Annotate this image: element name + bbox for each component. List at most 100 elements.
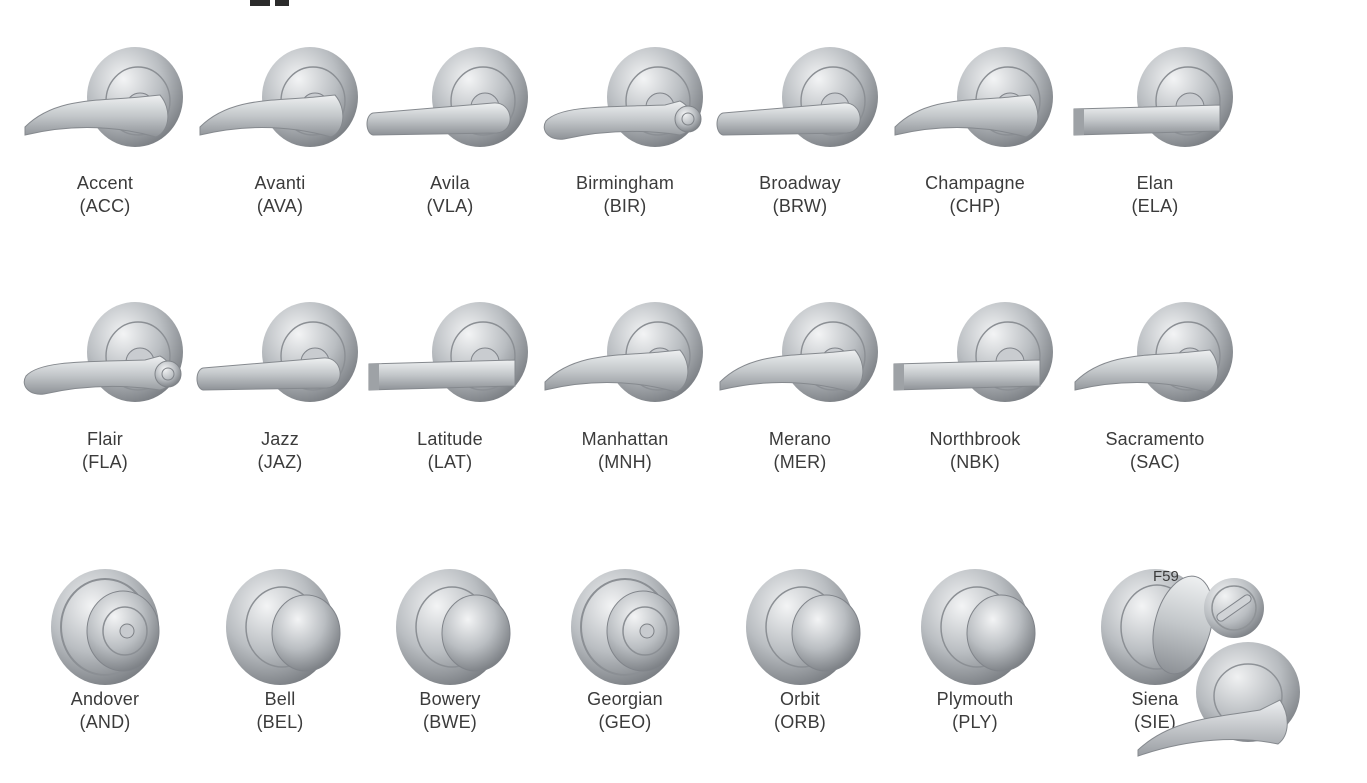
lever-icon	[716, 47, 878, 147]
handle-caption: Flair(FLA)	[15, 428, 195, 474]
handle-name: Orbit	[779, 689, 820, 709]
handle-item: Andover (AND)	[15, 555, 195, 732]
handle-name: Broadway	[759, 173, 841, 193]
handle-name: Champagne	[925, 173, 1025, 193]
handle-name: Bell	[264, 689, 296, 709]
handle-item: Bowery (BWE)	[360, 555, 540, 732]
lever-icon	[894, 47, 1053, 147]
handle-caption: Merano (MER)	[710, 428, 890, 474]
handle-item: Merano (MER)	[710, 290, 890, 472]
handle-name: Accent	[76, 173, 134, 193]
handle-caption: Birmingham (BIR)	[535, 172, 715, 218]
handle-caption: Sacramento(SAC)	[1065, 428, 1245, 474]
lever-icon	[24, 47, 183, 147]
handle-caption: Manhattan (MNH)	[535, 428, 715, 474]
handle-caption: Georgian (GEO)	[535, 688, 715, 734]
handle-item: Siena (SIE)	[1065, 555, 1245, 732]
lever-icon	[1074, 302, 1233, 402]
handle-name: Avila	[430, 173, 470, 193]
handle-code: (MER)	[773, 452, 827, 472]
handle-code: (AVA)	[256, 196, 304, 216]
lever-icon	[1073, 47, 1233, 147]
handle-name: Sacramento	[1105, 429, 1205, 449]
handle-item: Northbrook (NBK)	[885, 290, 1065, 472]
handle-item: Broadway (BRW)	[710, 35, 890, 216]
handle-caption: Avila(VLA)	[360, 172, 540, 218]
knob-icon	[1101, 569, 1214, 685]
handle-code: (PLY)	[952, 712, 998, 732]
handle-item: Elan(ELA)	[1065, 35, 1245, 216]
handle-name: Jazz	[261, 429, 299, 449]
lever-icon	[23, 302, 183, 402]
handle-item: Orbit(ORB)	[710, 555, 890, 732]
knob-icon	[746, 569, 861, 685]
handle-caption: Plymouth (PLY)	[885, 688, 1065, 734]
handle-name: Bowery	[419, 689, 481, 709]
handle-caption: Andover (AND)	[15, 688, 195, 734]
handle-code: (JAZ)	[257, 452, 303, 472]
handle-code: (MNH)	[598, 452, 652, 472]
handle-name: Birmingham	[575, 173, 675, 193]
handle-name: Siena	[1131, 689, 1179, 709]
handle-caption: Bowery (BWE)	[360, 688, 540, 734]
handle-code: (SIE)	[1133, 712, 1176, 732]
f59-lever-icon	[1137, 642, 1300, 757]
handle-name: Flair	[87, 429, 123, 449]
handle-name: Merano	[768, 429, 832, 449]
handle-code: (ELA)	[1131, 196, 1179, 216]
handle-item: Avila(VLA)	[360, 35, 540, 216]
handle-caption: Accent (ACC)	[15, 172, 195, 218]
lever-icon	[543, 47, 703, 147]
handle-item: Flair(FLA)	[15, 290, 195, 472]
lever-icon	[544, 302, 703, 402]
handle-code: (LAT)	[427, 452, 473, 472]
handle-code: (GEO)	[598, 712, 652, 732]
handle-code: (BRW)	[772, 196, 828, 216]
handle-caption: Latitude (LAT)	[360, 428, 540, 474]
f59-deadbolt-icon	[1204, 578, 1264, 638]
knob-icon	[51, 569, 160, 685]
handle-caption: Northbrook (NBK)	[885, 428, 1065, 474]
lever-icon	[199, 47, 358, 147]
lever-icon	[366, 47, 528, 147]
lever-icon	[719, 302, 878, 402]
handle-item: Champagne (CHP)	[885, 35, 1065, 216]
handle-name: Avanti	[254, 173, 306, 193]
handle-caption: Orbit(ORB)	[710, 688, 890, 734]
handle-item: Plymouth (PLY)	[885, 555, 1065, 732]
handle-code: (ACC)	[79, 196, 131, 216]
handle-caption: Siena (SIE)	[1065, 688, 1245, 734]
cropped-header	[0, 0, 1367, 22]
handle-name: Georgian	[587, 689, 663, 709]
handle-code: (BWE)	[423, 712, 477, 732]
handle-name: Northbrook	[929, 429, 1021, 449]
handle-code: (BEL)	[256, 712, 304, 732]
lever-icon	[196, 302, 358, 402]
handle-name: Latitude	[417, 429, 483, 449]
handle-name: Plymouth	[936, 689, 1014, 709]
knob-icon	[396, 569, 511, 685]
handle-code: (BIR)	[603, 196, 647, 216]
handle-caption: Avanti (AVA)	[190, 172, 370, 218]
handle-item: Georgian (GEO)	[535, 555, 715, 732]
handle-caption: Champagne (CHP)	[885, 172, 1065, 218]
knob-icon	[921, 569, 1036, 685]
lever-icon	[368, 302, 528, 402]
handle-code: (CHP)	[949, 196, 1001, 216]
handle-item: Sacramento(SAC)	[1065, 290, 1245, 472]
handle-item: Avanti (AVA)	[190, 35, 370, 216]
handle-caption: Jazz (JAZ)	[190, 428, 370, 474]
handle-code: (NBK)	[950, 452, 1000, 472]
knob-icon	[571, 569, 680, 685]
handle-name: Manhattan	[581, 429, 669, 449]
lever-icon	[893, 302, 1053, 402]
handle-code: (AND)	[79, 712, 131, 732]
handle-item: Latitude (LAT)	[360, 290, 540, 472]
handle-caption: Elan(ELA)	[1065, 172, 1245, 218]
handle-caption: Bell (BEL)	[190, 688, 370, 734]
f59-label: F59	[1153, 568, 1179, 585]
handle-caption: Broadway (BRW)	[710, 172, 890, 218]
handle-item: Accent (ACC)	[15, 35, 195, 216]
handle-item: Bell (BEL)	[190, 555, 370, 732]
handle-name: Andover	[70, 689, 140, 709]
